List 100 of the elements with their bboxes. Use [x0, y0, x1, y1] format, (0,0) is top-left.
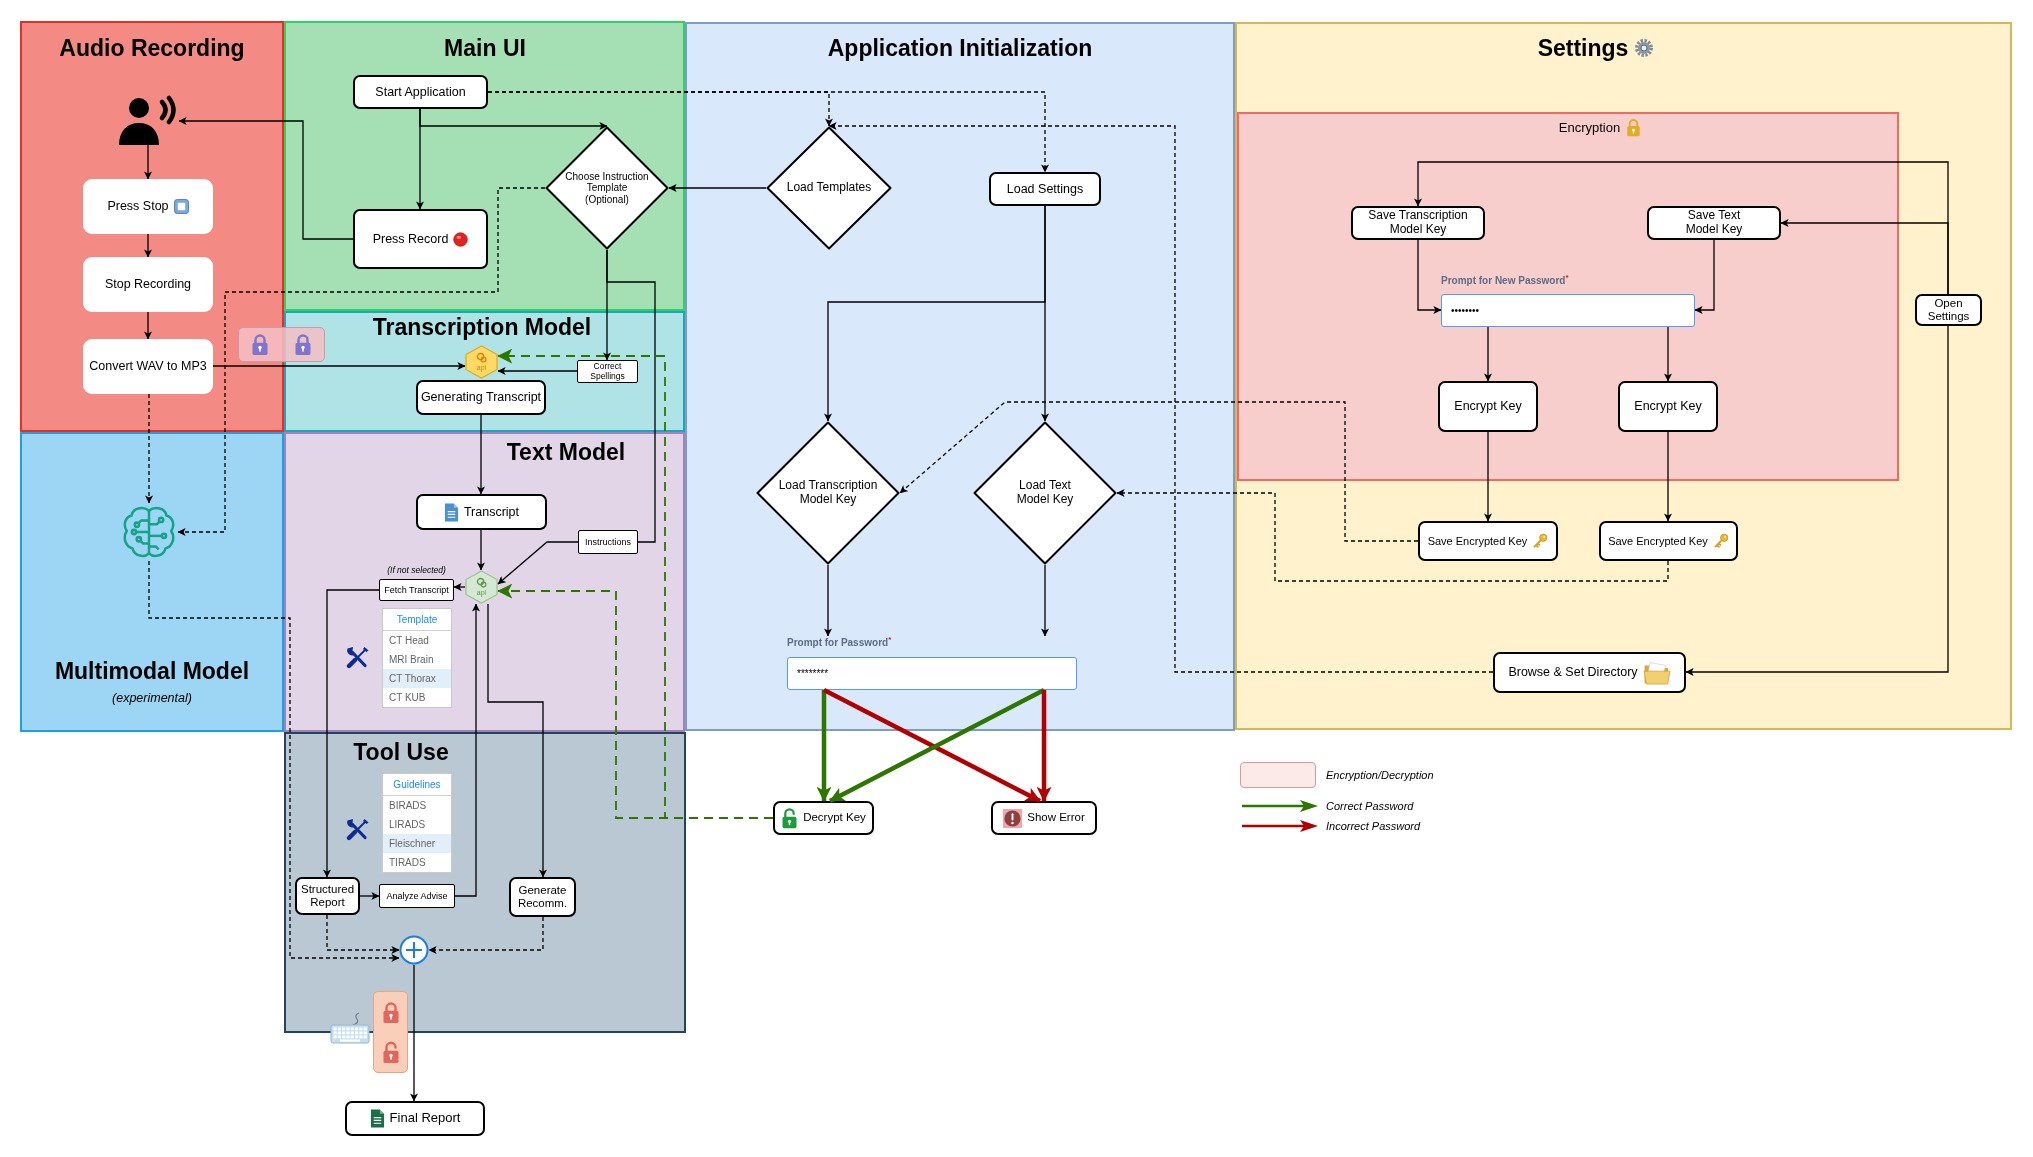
arrow [1484, 326, 1492, 382]
list-header: Guidelines [383, 774, 451, 796]
lane-title: Tool Use [353, 738, 449, 766]
node-label: Save Encrypted Key [1427, 534, 1528, 548]
api-node [465, 570, 498, 604]
process-box: Fetch Transcript [379, 579, 454, 601]
field-label: Prompt for Password$^{*}$ [787, 636, 892, 649]
dashed-arrow [428, 916, 544, 954]
arrow [323, 589, 380, 878]
process-box: Convert WAV to MP3 [83, 339, 213, 394]
list-item: CT Head [388, 634, 430, 648]
arrow [212, 362, 466, 370]
process-box: Save Transcription Model Key [1351, 206, 1485, 240]
plus-circle [399, 935, 429, 965]
dashed-arrow [145, 393, 153, 504]
process-box [353, 209, 488, 269]
process-box: Encrypt Key [1438, 381, 1538, 432]
arrow [1664, 326, 1672, 382]
password-field: •••••••• [1441, 294, 1695, 327]
arrow [144, 311, 152, 340]
legend-label: Incorrect Password [1326, 819, 1421, 833]
arrow [410, 964, 418, 1102]
process-box [1493, 652, 1686, 693]
field-label: Prompt for New Password$^{*}$ [1441, 274, 1569, 287]
api-node [465, 345, 498, 379]
process-box: Stop Recording [83, 257, 213, 312]
process-box [1418, 521, 1558, 561]
arrow [487, 603, 547, 878]
dashed-arrow [1116, 489, 1669, 582]
lane-title: Application Initialization [827, 34, 1093, 62]
legend-label: Correct Password [1326, 799, 1414, 813]
process-box [991, 801, 1097, 835]
process-box [773, 801, 874, 835]
dashed-arrow [148, 560, 400, 962]
option-list [382, 608, 452, 708]
dashed-arrow [326, 914, 400, 954]
process-box [416, 494, 547, 530]
arrow [1041, 205, 1049, 422]
arrow [453, 583, 466, 591]
arrow [497, 541, 579, 585]
process-box: Correct Spellings [577, 360, 638, 383]
dashed-arrow [487, 91, 1049, 173]
note-label: (If not selected) [387, 565, 446, 575]
swimlane [284, 432, 685, 732]
swimlane [1235, 22, 2012, 730]
swimlane [284, 21, 685, 311]
lane-title: Multimodal Model [54, 657, 250, 685]
swimlane [20, 432, 284, 732]
lane-title: Encryption [1558, 119, 1621, 135]
list-item: BIRADS [388, 799, 428, 813]
arrow [144, 144, 152, 180]
arrow [178, 117, 354, 240]
arrow [1780, 219, 1949, 295]
arrow [1484, 431, 1492, 522]
process-box [345, 1101, 485, 1136]
process-box: Open Settings [1915, 294, 1982, 326]
thick-arrow [816, 690, 832, 802]
arrow [668, 184, 767, 192]
arrow [144, 233, 152, 258]
process-box [83, 179, 213, 234]
node-label: Press Stop [107, 199, 169, 214]
list-item: CT Thorax [383, 669, 451, 688]
dashed-arrow [899, 401, 1419, 542]
node-label: Browse & Set Directory [1508, 665, 1638, 680]
arrow [1694, 239, 1715, 314]
arrow [477, 414, 485, 495]
process-box: Save Text Model Key [1647, 206, 1781, 240]
arrow [824, 564, 832, 637]
process-box: Generate Recomm. [509, 877, 576, 917]
node-label: Save Encrypted Key [1608, 534, 1708, 548]
arrow [477, 529, 485, 571]
process-box: Analyze Advise [379, 884, 455, 908]
list-item: Fleischner [383, 834, 451, 853]
line [606, 249, 656, 543]
arrow [1685, 325, 1949, 676]
process-box: Generating Transcript [416, 380, 546, 415]
arrow [1041, 564, 1049, 637]
process-box: Encrypt Key [1618, 381, 1718, 432]
swimlane [20, 21, 284, 432]
lane-subtitle: (experimental) [112, 691, 192, 705]
swimlane [284, 732, 686, 1033]
list-header: Template [383, 609, 451, 631]
option-list [382, 773, 452, 873]
decision-diamond: Load Templates [766, 126, 892, 250]
decision-diamond: Choose Instruction Template (Optional) [545, 126, 669, 250]
arrow [1417, 239, 1442, 314]
arrow [497, 367, 578, 375]
arrow [359, 892, 380, 900]
arrow [454, 603, 480, 897]
list-item: CT KUB [388, 691, 427, 705]
decision-diamond: Load Text Model Key [973, 421, 1117, 565]
dashed-arrow [828, 122, 1494, 673]
lane-title: Audio Recording [59, 34, 245, 62]
node-label: Transcript [463, 504, 520, 520]
node-label: Press Record [372, 231, 449, 247]
lane-title: Main UI [444, 34, 526, 62]
node-label: Decrypt Key [803, 811, 866, 825]
process-box: Instructions [578, 530, 638, 554]
process-box: Load Settings [989, 172, 1101, 206]
swimlane [284, 311, 685, 432]
